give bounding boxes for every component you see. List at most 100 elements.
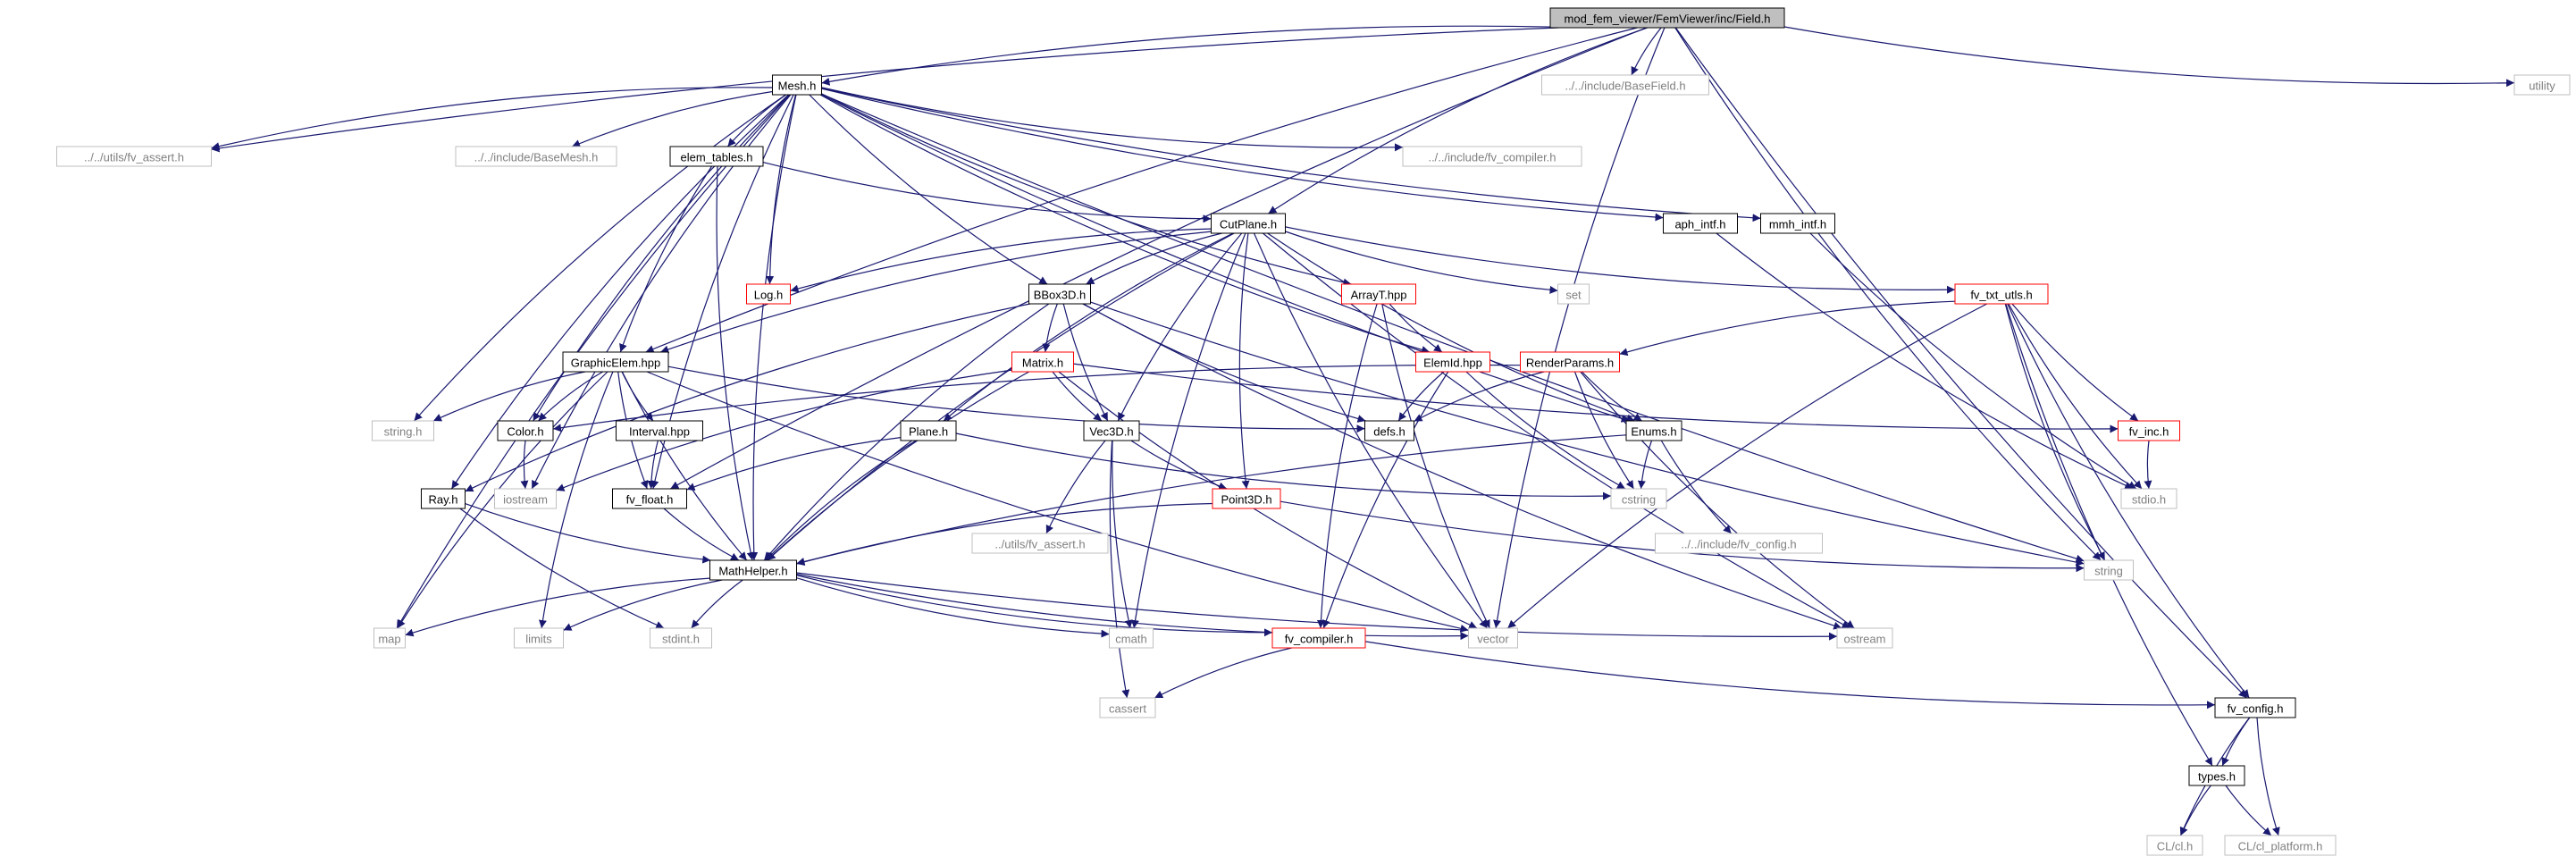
node-interval[interactable]: Interval.hpp bbox=[616, 420, 703, 441]
edge-mesh-to-bbox3d bbox=[809, 94, 1048, 285]
node-label: Vec3D.h bbox=[1089, 425, 1133, 439]
edge-interval-to-fvfloat bbox=[647, 440, 659, 490]
edge-cutplane-to-plane bbox=[943, 232, 1234, 422]
node-clplatform: CL/cl_platform.h bbox=[2224, 835, 2337, 856]
edge-mesh-to-basemesh bbox=[571, 90, 773, 147]
node-box bbox=[669, 146, 764, 167]
edge-fvconfig-to-clplatform bbox=[2256, 717, 2280, 836]
node-label: GraphicElem.hpp bbox=[571, 357, 660, 370]
node-vector: vector bbox=[1468, 627, 1518, 649]
node-box bbox=[650, 627, 712, 649]
node-mmhintf[interactable]: mmh_intf.h bbox=[1760, 213, 1835, 234]
node-label: aph_intf.h bbox=[1674, 218, 1725, 231]
node-fvfloat[interactable]: fv_float.h bbox=[612, 488, 687, 509]
edge-mathhelper-to-cmath bbox=[796, 577, 1110, 638]
edge-mesh-to-stringstd bbox=[821, 93, 2085, 563]
node-box bbox=[2120, 488, 2177, 509]
node-plane[interactable]: Plane.h bbox=[900, 420, 957, 441]
edge-mesh-to-elemid bbox=[819, 94, 1431, 354]
node-arrayt[interactable]: ArrayT.hpp bbox=[1341, 283, 1416, 305]
edge-elemid-to-defs bbox=[1397, 371, 1445, 422]
node-label: ../../include/fv_config.h bbox=[1681, 538, 1796, 551]
node-box bbox=[1520, 351, 1620, 373]
node-defs[interactable]: defs.h bbox=[1364, 420, 1414, 441]
node-box bbox=[2118, 420, 2180, 441]
node-label: ../utils/fv_assert.h bbox=[994, 538, 1085, 551]
node-elemid[interactable]: ElemId.hpp bbox=[1415, 351, 1490, 373]
node-label: CL/cl_platform.h bbox=[2238, 840, 2323, 853]
node-label: ../../include/fv_compiler.h bbox=[1428, 151, 1556, 164]
edge-mesh-to-mmhintf bbox=[821, 88, 1761, 223]
edge-cutplane-to-cmath bbox=[1131, 232, 1246, 629]
node-box bbox=[1760, 213, 1835, 234]
node-label: mod_fem_viewer/FemViewer/inc/Field.h bbox=[1565, 13, 1771, 26]
node-label: cstring bbox=[1622, 493, 1656, 507]
node-fvconfig[interactable]: fv_config.h bbox=[2214, 697, 2296, 718]
edge-mesh-to-elemtables bbox=[726, 94, 786, 147]
node-graphicelem[interactable]: GraphicElem.hpp bbox=[562, 351, 669, 373]
edge-cutplane-to-vec3d bbox=[1117, 232, 1243, 422]
node-types[interactable]: types.h bbox=[2188, 765, 2245, 786]
node-box bbox=[616, 420, 703, 441]
edge-fvtxtutls-to-fvinc bbox=[2011, 303, 2139, 422]
edge-graphicelem-to-stringh bbox=[432, 371, 586, 422]
edge-field-to-fvassert_u bbox=[211, 27, 1559, 153]
node-box bbox=[1271, 627, 1366, 649]
node-matrix[interactable]: Matrix.h bbox=[1011, 351, 1074, 373]
edge-mathhelper-to-vector bbox=[796, 573, 1469, 641]
node-point3d[interactable]: Point3D.h bbox=[1212, 488, 1281, 509]
node-renderparams[interactable]: RenderParams.h bbox=[1520, 351, 1620, 373]
node-label: Point3D.h bbox=[1221, 493, 1271, 507]
node-log[interactable]: Log.h bbox=[746, 283, 791, 305]
node-label: ../../include/BaseMesh.h bbox=[474, 151, 599, 164]
node-box bbox=[1836, 627, 1893, 649]
node-box bbox=[1028, 283, 1091, 305]
node-box bbox=[1557, 283, 1590, 305]
edge-fvconfig-to-types bbox=[2221, 717, 2251, 767]
node-label: stdio.h bbox=[2132, 493, 2166, 507]
node-box bbox=[2146, 835, 2203, 856]
node-vec3d[interactable]: Vec3D.h bbox=[1083, 420, 1140, 441]
node-label: Color.h bbox=[507, 425, 543, 439]
node-box bbox=[971, 533, 1109, 554]
node-fvassert2: ../utils/fv_assert.h bbox=[971, 533, 1109, 554]
node-basefield: ../../include/BaseField.h bbox=[1541, 74, 1709, 96]
node-box bbox=[1625, 420, 1682, 441]
node-fvinc[interactable]: fv_inc.h bbox=[2118, 420, 2180, 441]
node-bbox3d[interactable]: BBox3D.h bbox=[1028, 283, 1091, 305]
edge-mathhelper-to-fvcompiler bbox=[796, 575, 1273, 637]
edge-fvfloat-to-mathhelper bbox=[663, 508, 740, 561]
node-box bbox=[562, 351, 669, 373]
node-enums[interactable]: Enums.h bbox=[1625, 420, 1682, 441]
node-label: cmath bbox=[1115, 633, 1146, 646]
edge-field-to-vector bbox=[1493, 27, 1666, 629]
node-elemtables[interactable]: elem_tables.h bbox=[669, 146, 764, 167]
node-label: fv_config.h bbox=[2228, 702, 2284, 716]
node-mathhelper[interactable]: MathHelper.h bbox=[709, 559, 797, 581]
node-fvcompiler_inc: ../../include/fv_compiler.h bbox=[1402, 146, 1582, 167]
edge-field-to-fvfloat bbox=[670, 27, 1647, 490]
edge-bbox3d-to-ostream bbox=[1082, 303, 1842, 630]
node-label: fv_float.h bbox=[626, 493, 674, 507]
edge-field-to-stringstd bbox=[1674, 27, 2102, 561]
node-ray[interactable]: Ray.h bbox=[421, 488, 466, 509]
node-box bbox=[900, 420, 957, 441]
node-iostream: iostream bbox=[494, 488, 557, 509]
node-label: types.h bbox=[2198, 770, 2236, 784]
node-label: Log.h bbox=[754, 289, 784, 302]
edge-matrix-to-fvinc bbox=[1073, 363, 2119, 433]
node-aphintf[interactable]: aph_intf.h bbox=[1663, 213, 1738, 234]
node-mesh[interactable]: Mesh.h bbox=[772, 74, 822, 96]
edge-elemid-to-fvcompiler bbox=[1322, 371, 1449, 629]
node-label: Plane.h bbox=[909, 425, 948, 439]
node-fvtxtutls[interactable]: fv_txt_utls.h bbox=[1954, 283, 2049, 305]
node-box bbox=[2224, 835, 2337, 856]
edge-mathhelper-to-ostream bbox=[796, 572, 1838, 641]
edge-renderparams-to-cstring bbox=[1573, 371, 1634, 490]
node-cutplane[interactable]: CutPlane.h bbox=[1211, 213, 1286, 234]
node-box bbox=[2513, 74, 2571, 96]
node-box bbox=[497, 420, 554, 441]
node-fvcompiler[interactable]: fv_compiler.h bbox=[1271, 627, 1366, 649]
node-color[interactable]: Color.h bbox=[497, 420, 554, 441]
edge-elemtables-to-cutplane bbox=[762, 162, 1212, 223]
